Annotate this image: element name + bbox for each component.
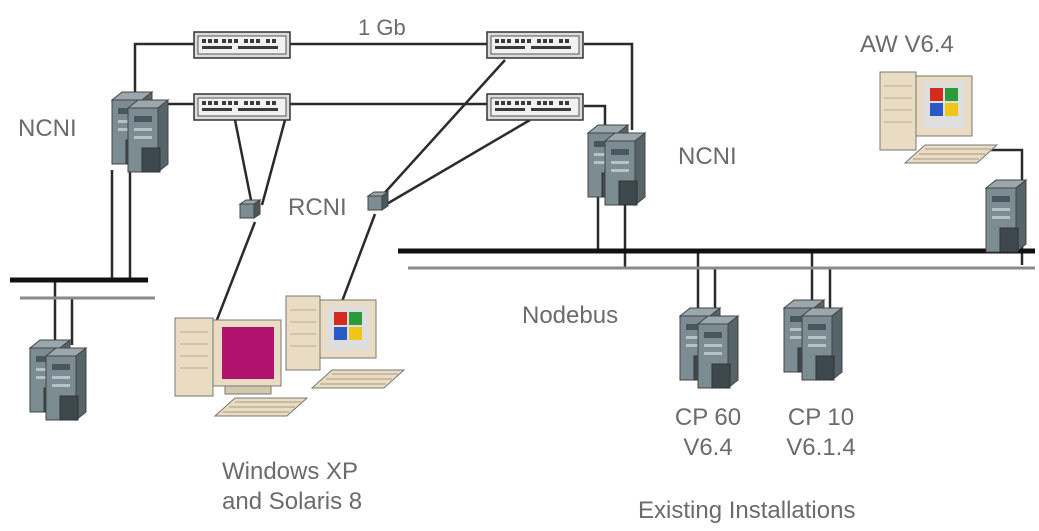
os-label: Windows XP and Solaris 8 <box>222 457 362 517</box>
cp60-device <box>679 307 739 389</box>
rcni-label: RCNI <box>288 194 347 221</box>
os-line-1: Windows XP <box>222 458 359 485</box>
ncni-right-label: NCNI <box>678 143 737 170</box>
solaris-workstation <box>174 317 308 417</box>
link-speed-label: 1 Gb <box>358 15 406 40</box>
ncni-left-label: NCNI <box>18 115 77 142</box>
rcni-right-device <box>367 191 389 211</box>
left-bus <box>10 277 155 300</box>
switch-bottom-left <box>193 93 291 121</box>
switch-top-left <box>193 31 291 59</box>
cp10-label: CP 10 V6.1.4 <box>776 403 866 463</box>
cp60-label: CP 60 V6.4 <box>668 403 748 463</box>
cp10-version: V6.1.4 <box>786 434 856 461</box>
aw-label: AW V6.4 <box>860 31 954 58</box>
ncni-right-device <box>587 124 646 206</box>
nodebus <box>398 248 1035 270</box>
windows-workstation <box>285 295 405 389</box>
nodebus-label: Nodebus <box>522 302 619 329</box>
switch-top-right <box>486 31 584 59</box>
aw-fiber-module <box>985 179 1027 253</box>
existing-installations-label: Existing Installations <box>638 497 856 524</box>
cp60-name: CP 60 <box>674 404 742 431</box>
os-line-2: and Solaris 8 <box>222 488 363 515</box>
cp60-version: V6.4 <box>683 434 733 461</box>
network-links <box>53 42 1024 345</box>
left-station-device <box>29 339 87 421</box>
ncni-left-device <box>111 91 169 173</box>
aw-workstation <box>879 71 998 164</box>
rcni-left-device <box>239 199 261 219</box>
switch-bottom-right <box>486 93 584 121</box>
cp10-device <box>783 299 843 381</box>
cp10-name: CP 10 <box>787 404 855 431</box>
